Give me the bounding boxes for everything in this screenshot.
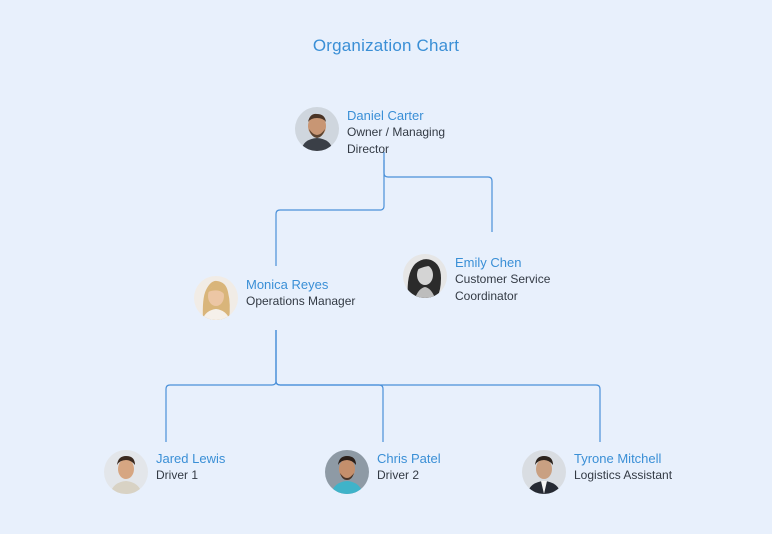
- node-monica-reyes[interactable]: Monica Reyes Operations Manager: [194, 276, 355, 320]
- chart-title: Organization Chart: [312, 36, 460, 55]
- person-name: Monica Reyes: [246, 277, 329, 292]
- connector-daniel-monica: [275, 152, 385, 266]
- person-name: Tyrone Mitchell: [574, 451, 662, 466]
- person-name: Chris Patel: [377, 451, 441, 466]
- person-role: Coordinator: [455, 289, 518, 303]
- person-role: Driver 2: [377, 468, 420, 482]
- avatar: [325, 450, 369, 494]
- person-role: Director: [347, 142, 390, 156]
- avatar: [522, 450, 566, 494]
- connector-monica-tyrone: [275, 330, 601, 442]
- connector-monica-chris: [275, 330, 384, 442]
- connector-monica-jared: [165, 330, 277, 442]
- node-daniel-carter[interactable]: Daniel Carter Owner / Managing Director: [295, 107, 445, 158]
- connector-daniel-emily: [383, 160, 493, 232]
- person-role: Logistics Assistant: [574, 468, 673, 482]
- avatar: [194, 276, 238, 320]
- person-role: Owner / Managing: [347, 125, 446, 139]
- person-name: Daniel Carter: [347, 108, 424, 123]
- person-role: Driver 1: [156, 468, 199, 482]
- node-chris-patel[interactable]: Chris Patel Driver 2: [325, 450, 441, 494]
- person-name: Emily Chen: [455, 255, 522, 270]
- person-name: Jared Lewis: [156, 451, 226, 466]
- node-emily-chen[interactable]: Emily Chen Customer Service Coordinator: [403, 254, 550, 305]
- person-role: Customer Service: [455, 272, 551, 286]
- avatar: [403, 254, 447, 298]
- avatar: [295, 107, 339, 151]
- node-tyrone-mitchell[interactable]: Tyrone Mitchell Logistics Assistant: [522, 450, 672, 494]
- avatar: [104, 450, 148, 494]
- person-role: Operations Manager: [246, 294, 356, 308]
- node-jared-lewis[interactable]: Jared Lewis Driver 1: [104, 450, 225, 494]
